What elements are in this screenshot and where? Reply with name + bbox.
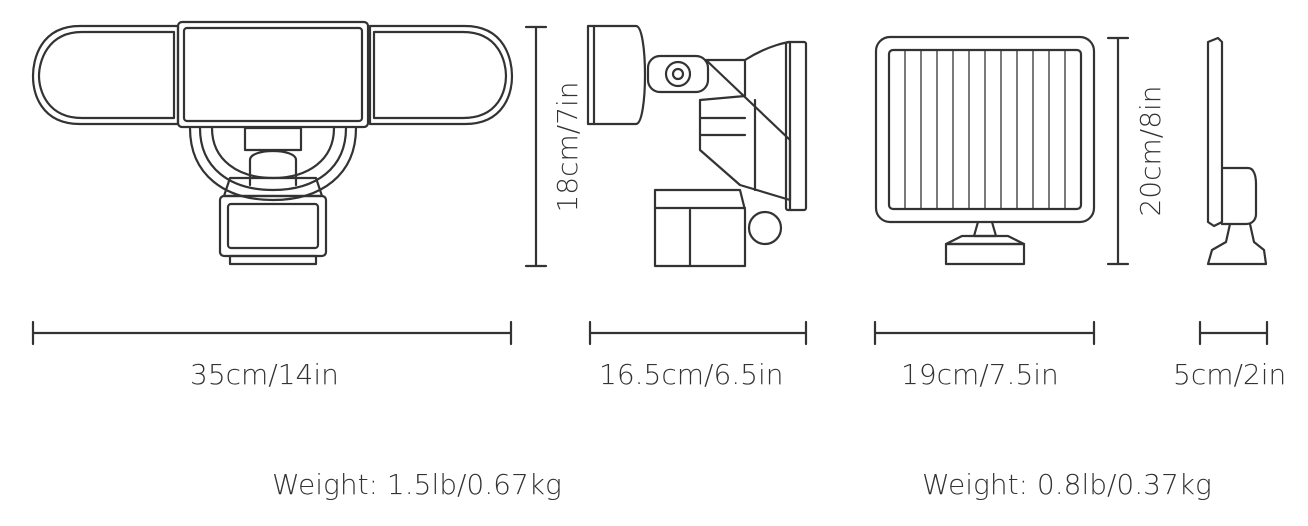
solar-panel-side-view xyxy=(1206,36,1268,266)
motion-sensor-lens xyxy=(226,202,320,250)
panel-height-dimension xyxy=(1106,36,1130,266)
floodlight-side-view xyxy=(586,24,808,268)
mount-arm-neck xyxy=(248,150,298,187)
right-lamp-head-inner xyxy=(372,30,508,120)
right-lamp-head xyxy=(368,24,514,126)
panel-height-label: 20cm/8in xyxy=(1134,85,1167,216)
panel-width-label: 19cm/7.5in xyxy=(901,358,1059,391)
floodlight-depth-dimension xyxy=(588,320,808,346)
mounting-bowl xyxy=(188,126,358,202)
side-sensor-pivot xyxy=(747,210,783,246)
mounting-bowl-inner xyxy=(198,126,348,192)
center-lamp-head xyxy=(176,20,370,129)
solar-cell-lines xyxy=(904,49,1066,210)
floodlight-height-dimension xyxy=(524,25,548,268)
panel-stand-base xyxy=(944,242,1026,266)
mount-arm xyxy=(243,126,303,152)
panel-depth-dimension xyxy=(1198,320,1269,346)
floodlight-front-view xyxy=(31,20,514,266)
panel-side-bracket xyxy=(1220,166,1258,226)
panel-depth-label: 5cm/2in xyxy=(1173,358,1287,391)
floodlight-width-label: 35cm/14in xyxy=(190,358,339,391)
floodlight-depth-label: 16.5cm/6.5in xyxy=(599,358,784,391)
panel-stand-neck xyxy=(972,220,998,238)
side-lamp-head xyxy=(586,24,647,126)
floodlight-height-label: 18cm/7in xyxy=(551,81,584,212)
panel-stand-top xyxy=(944,234,1026,246)
left-lamp-head xyxy=(31,24,180,126)
side-motion-sensor xyxy=(653,188,747,268)
panel-weight-label: Weight: 0.8lb/0.37kg xyxy=(922,468,1212,501)
left-lamp-head-inner xyxy=(37,30,176,120)
side-mounting-plate xyxy=(784,40,808,212)
sensor-bracket xyxy=(222,176,324,198)
solar-panel-front-view xyxy=(874,35,1096,266)
side-body xyxy=(698,58,792,202)
panel-side-edge xyxy=(1206,36,1224,228)
panel-width-dimension xyxy=(873,320,1096,346)
sensor-base xyxy=(228,254,318,266)
solar-panel-frame xyxy=(874,35,1096,224)
center-lamp-head-inner xyxy=(182,26,364,123)
floodlight-weight-label: Weight: 1.5lb/0.67kg xyxy=(272,468,562,501)
floodlight-width-dimension xyxy=(31,320,513,346)
mounting-bowl-rib xyxy=(210,126,336,180)
swivel-joint xyxy=(646,54,710,94)
panel-side-stand xyxy=(1206,222,1268,266)
swivel-knob xyxy=(664,60,692,88)
